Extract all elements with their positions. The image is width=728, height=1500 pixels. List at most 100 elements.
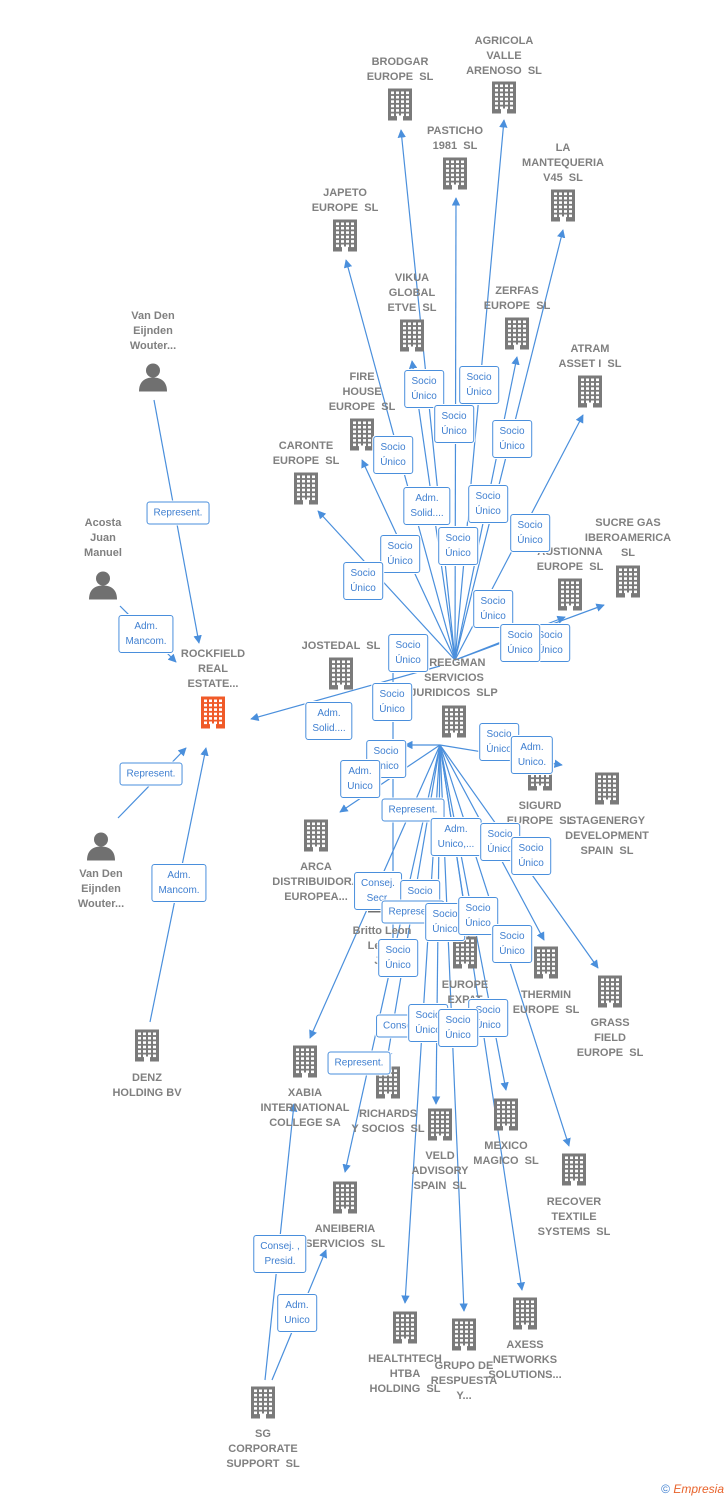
node-label-vandeneijnden1[interactable]: Van Den Eijnden Wouter... xyxy=(129,310,177,352)
node-label-thermin[interactable]: THERMIN EUROPE SL xyxy=(512,989,580,1016)
relation-label[interactable]: Socio Único xyxy=(492,925,532,963)
footer-brand[interactable]: © Empresia xyxy=(661,1482,724,1496)
relation-label[interactable]: Socio Único xyxy=(492,420,532,458)
relation-label[interactable]: Socio Único xyxy=(434,405,474,443)
building-icon[interactable] xyxy=(303,819,329,858)
building-icon[interactable] xyxy=(392,1311,418,1350)
node-label-brodgar[interactable]: BRODGAR EUROPE SL xyxy=(366,56,434,83)
node-label-grupo[interactable]: GRUPO DE RESPUESTA Y... xyxy=(430,1360,498,1402)
building-icon[interactable] xyxy=(504,317,530,356)
node-label-mexico[interactable]: MEXICO MAGICO SL xyxy=(473,1140,539,1167)
node-label-japeto[interactable]: JAPETO EUROPE SL xyxy=(311,187,379,214)
building-icon[interactable] xyxy=(594,772,620,811)
node-label-recover[interactable]: RECOVER TEXTILE SYSTEMS SL xyxy=(537,1196,611,1238)
relation-label[interactable]: Adm. Solid.... xyxy=(403,487,451,525)
node-label-vandeneijnden2[interactable]: Van Den Eijnden Wouter... xyxy=(77,868,125,910)
node-label-firehouse[interactable]: FIRE HOUSE EUROPE SL xyxy=(328,371,396,413)
building-icon[interactable] xyxy=(134,1029,160,1068)
building-icon[interactable] xyxy=(387,88,413,127)
building-icon[interactable] xyxy=(451,1318,477,1357)
building-icon[interactable] xyxy=(442,157,468,196)
relation-label[interactable]: Socio Único xyxy=(388,634,428,672)
node-label-xabia[interactable]: XABIA INTERNATIONAL COLLEGE SA xyxy=(260,1087,350,1129)
relation-label[interactable]: Represent. xyxy=(146,501,210,525)
relation-label[interactable]: Socio Único xyxy=(343,562,383,600)
node-label-denz[interactable]: DENZ HOLDING BV xyxy=(112,1072,182,1099)
relation-label[interactable]: Adm. Solid.... xyxy=(305,702,353,740)
building-icon[interactable] xyxy=(550,189,576,228)
relation-label[interactable]: Socio Único xyxy=(380,535,420,573)
node-label-austionna[interactable]: AUSTIONNA EUROPE SL xyxy=(536,546,604,573)
relation-label[interactable]: Adm. Unico. xyxy=(510,736,554,774)
relation-label[interactable]: Socio Único xyxy=(438,1009,478,1047)
relation-label[interactable]: Socio Único xyxy=(468,485,508,523)
relation-label[interactable]: Adm. Mancom. xyxy=(118,615,174,653)
relation-label[interactable]: Socio Único xyxy=(372,683,412,721)
node-label-stagenergy[interactable]: STAGENERGY DEVELOPMENT SPAIN SL xyxy=(565,815,649,857)
node-label-mantequeria[interactable]: LA MANTEQUERIA V45 SL xyxy=(522,142,604,184)
node-label-veld[interactable]: VELD ADVISORY SPAIN SL xyxy=(411,1150,469,1192)
relation-label[interactable]: Socio Único xyxy=(404,370,444,408)
building-icon[interactable] xyxy=(328,657,354,696)
node-label-zerfas[interactable]: ZERFAS EUROPE SL xyxy=(483,285,551,312)
relation-label[interactable]: Adm. Mancom. xyxy=(151,864,207,902)
node-label-axess[interactable]: AXESS NETWORKS SOLUTIONS... xyxy=(488,1339,562,1381)
relation-label[interactable]: Socio Único xyxy=(510,514,550,552)
node-label-grassfield[interactable]: GRASS FIELD EUROPE SL xyxy=(576,1017,644,1059)
node-label-agricola[interactable]: AGRICOLA VALLE ARENOSO SL xyxy=(466,35,542,77)
person-icon[interactable] xyxy=(138,362,168,397)
relation-label[interactable]: Socio Único xyxy=(511,837,551,875)
building-icon[interactable] xyxy=(349,418,375,457)
node-label-sucregas[interactable]: SUCRE GAS IBEROAMERICA SL xyxy=(584,517,672,559)
node-label-rockfield[interactable]: ROCKFIELD REAL ESTATE... xyxy=(180,648,246,690)
node-label-pasticho[interactable]: PASTICHO 1981 SL xyxy=(426,125,484,152)
relation-label[interactable]: Represent. xyxy=(119,762,183,786)
building-icon[interactable] xyxy=(399,319,425,358)
person-icon[interactable] xyxy=(88,570,118,605)
building-icon[interactable] xyxy=(491,81,517,120)
relation-label[interactable]: Socio Único xyxy=(473,590,513,628)
building-icon[interactable] xyxy=(200,696,226,735)
node-label-acosta[interactable]: Acosta Juan Manuel xyxy=(84,517,122,559)
building-icon[interactable] xyxy=(293,472,319,511)
node-label-freegman[interactable]: FREEGMAN SERVICIOS JURIDICOS SLP xyxy=(410,657,498,699)
node-label-caronte[interactable]: CARONTE EUROPE SL xyxy=(272,440,340,467)
relation-label[interactable]: Represent. xyxy=(327,1051,391,1075)
node-label-sgcorporate[interactable]: SG CORPORATE SUPPORT SL xyxy=(226,1428,300,1470)
building-icon[interactable] xyxy=(332,219,358,258)
building-icon[interactable] xyxy=(577,375,603,414)
relation-label[interactable]: Socio Único xyxy=(458,897,498,935)
node-label-aneiberia[interactable]: ANEIBERIA SERVICIOS SL xyxy=(305,1223,385,1250)
building-icon[interactable] xyxy=(561,1153,587,1192)
relation-label[interactable]: Represent. xyxy=(381,798,445,822)
node-label-vikua[interactable]: VIKUA GLOBAL ETVE SL xyxy=(387,272,437,314)
relation-label[interactable]: Adm. Unico xyxy=(340,760,380,798)
node-label-arca[interactable]: ARCA DISTRIBUIDORA EUROPEA... xyxy=(272,861,360,903)
building-icon[interactable] xyxy=(557,578,583,617)
building-icon[interactable] xyxy=(332,1181,358,1220)
building-icon[interactable] xyxy=(533,946,559,985)
node-label-jostedal[interactable]: JOSTEDAL SL xyxy=(301,640,381,652)
relation-label[interactable]: Adm. Unico xyxy=(277,1294,317,1332)
relation-label[interactable]: Socio Único xyxy=(500,624,540,662)
relation-label[interactable]: Socio Único xyxy=(378,939,418,977)
building-icon[interactable] xyxy=(597,975,623,1014)
relation-label[interactable]: Socio Único xyxy=(366,740,406,778)
building-icon[interactable] xyxy=(452,936,478,975)
node-label-richards[interactable]: RICHARDS Y SOCIOS SL xyxy=(351,1108,425,1135)
node-label-healthtech[interactable]: HEALTHTECH HTBA HOLDING SL xyxy=(368,1353,442,1395)
building-icon[interactable] xyxy=(441,705,467,744)
building-icon[interactable] xyxy=(250,1386,276,1425)
building-icon[interactable] xyxy=(493,1098,519,1137)
node-label-atram[interactable]: ATRAM ASSET I SL xyxy=(558,343,622,370)
building-icon[interactable] xyxy=(615,565,641,604)
building-icon[interactable] xyxy=(292,1045,318,1084)
building-icon[interactable] xyxy=(512,1297,538,1336)
relation-label[interactable]: Adm. Unico,... xyxy=(430,818,482,856)
building-icon[interactable] xyxy=(427,1108,453,1147)
relation-label[interactable]: Consej. , Presid. xyxy=(253,1235,307,1273)
person-icon[interactable] xyxy=(86,831,116,866)
relation-label[interactable]: Socio Único xyxy=(373,436,413,474)
relation-label[interactable]: Socio Único xyxy=(438,527,478,565)
relation-label[interactable]: Socio Único xyxy=(459,366,499,404)
